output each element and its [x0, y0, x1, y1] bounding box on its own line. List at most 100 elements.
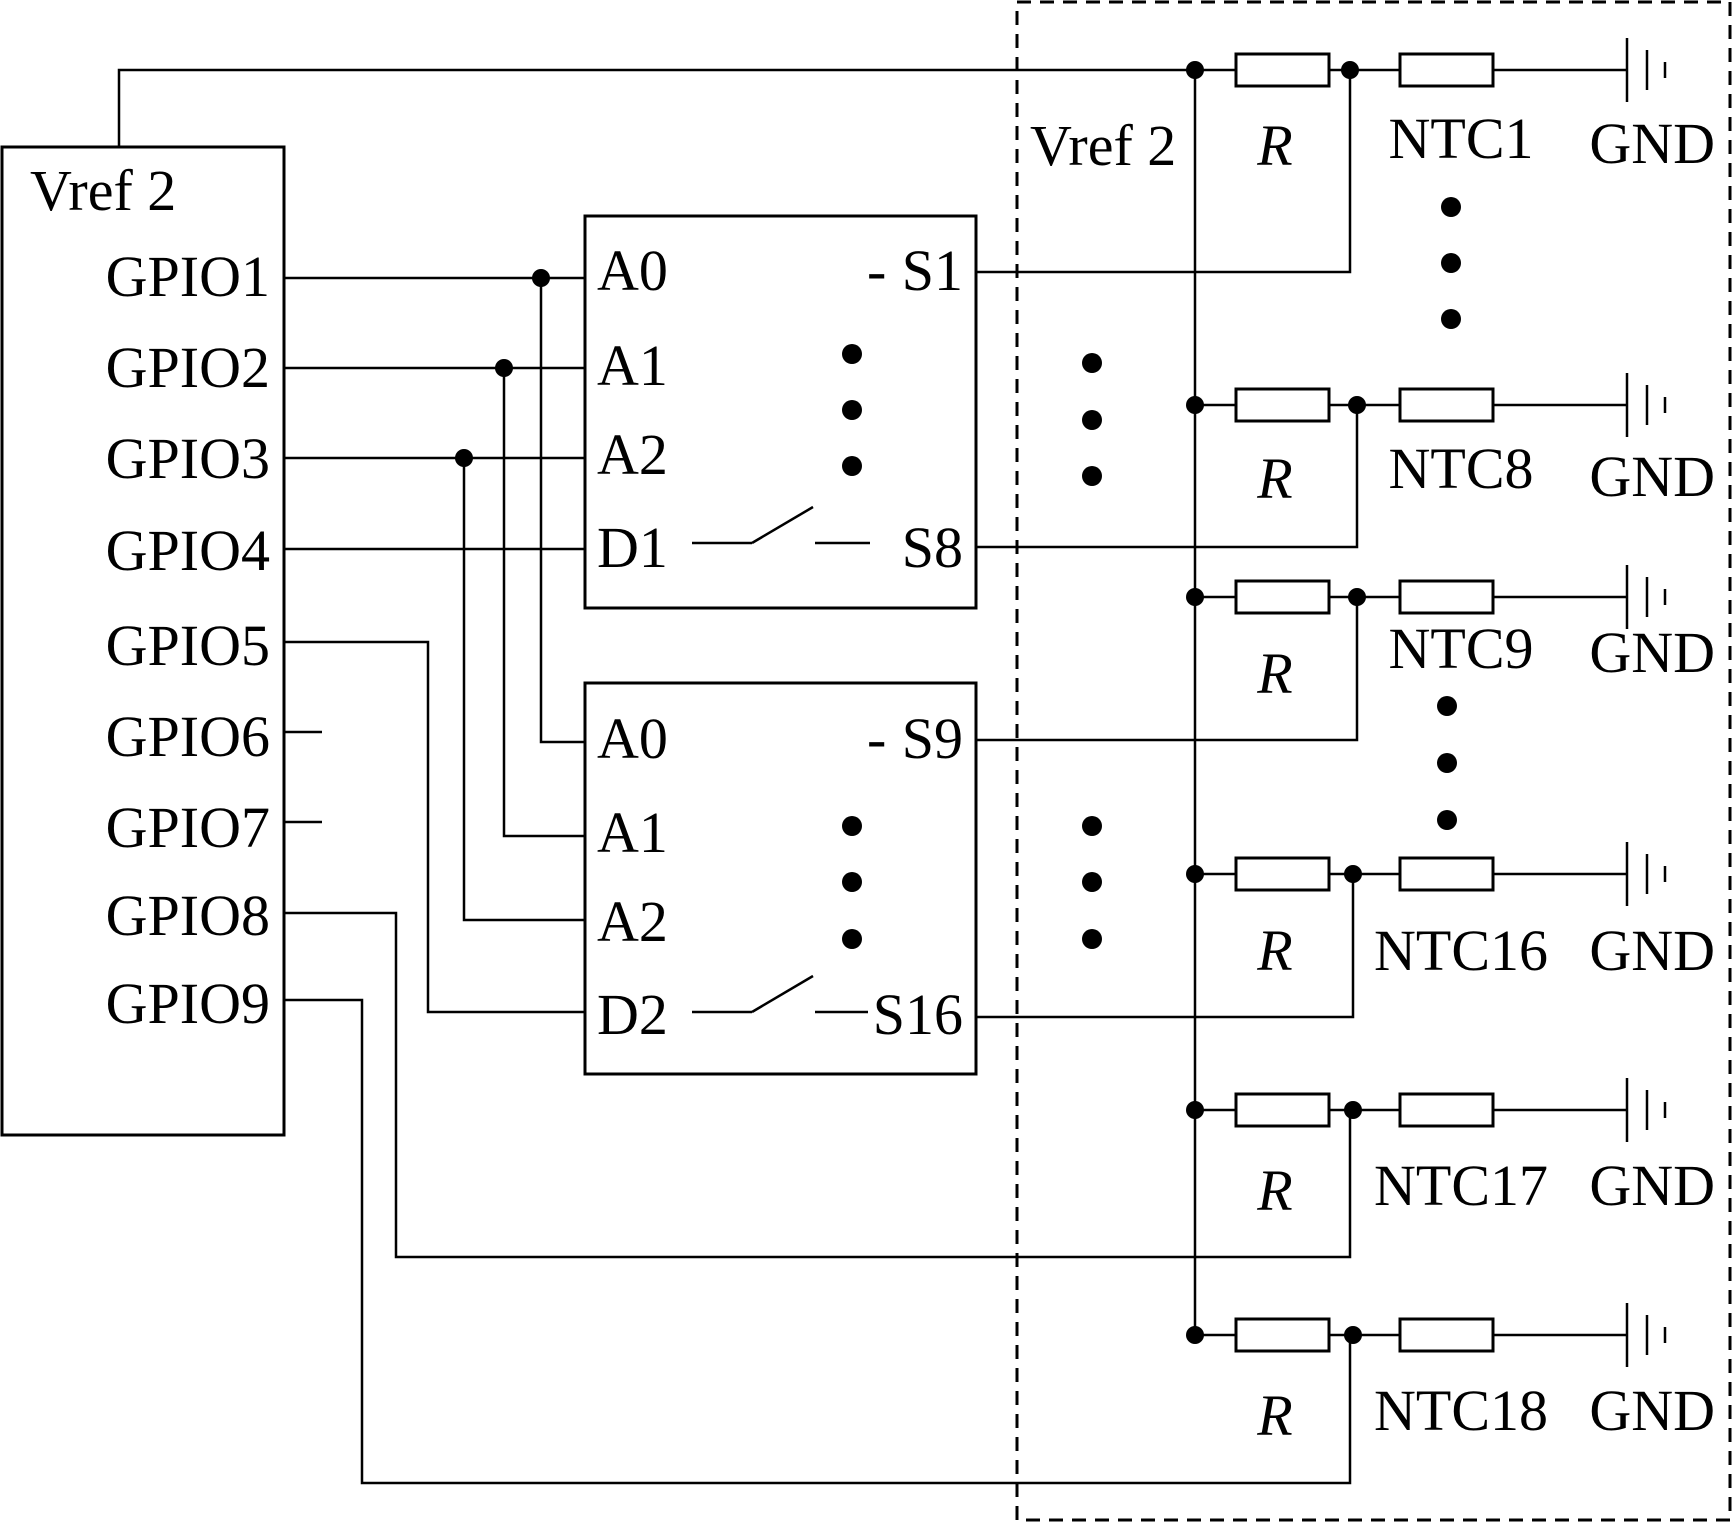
- pin-gpio9-label: GPIO9: [106, 971, 270, 1036]
- mcu-block: Vref 2 GPIO1 GPIO2 GPIO3 GPIO4 GPIO5 GPI…: [0, 145, 286, 1137]
- sensor-row: R NTC17 GND: [1186, 1078, 1715, 1223]
- wire-gpio8: [284, 911, 1352, 1259]
- mux2-d2-label: D2: [597, 982, 668, 1047]
- junction-dot: [1186, 61, 1204, 79]
- sensor-boundary: [1015, 0, 1732, 1522]
- pin-gpio3-label: GPIO3: [106, 426, 270, 491]
- junction-dot: [1344, 1326, 1362, 1344]
- mux2-a2-label: A2: [597, 889, 668, 954]
- ntc-ellipsis-lower: [1437, 696, 1457, 830]
- resistor-r-label: R: [1256, 641, 1292, 706]
- junction-dot: [1348, 396, 1366, 414]
- mux2-a0-label: A0: [597, 706, 668, 771]
- gnd-label: GND: [1589, 1153, 1715, 1218]
- mux1-a0-label: A0: [597, 238, 668, 303]
- ntc-label: NTC1: [1389, 106, 1534, 171]
- ground-icon: [1625, 1303, 1667, 1367]
- ground-icon: [1625, 1078, 1667, 1142]
- junction-dot: [1344, 1101, 1362, 1119]
- resistor-r-label: R: [1256, 113, 1292, 178]
- junction-dot: [532, 269, 550, 287]
- resistor-r: [1234, 856, 1331, 892]
- ground-icon: [1625, 842, 1667, 906]
- block-ellipsis-lower: [1082, 816, 1102, 949]
- mux1-a1-label: A1: [597, 333, 668, 398]
- gnd-label: GND: [1589, 1378, 1715, 1443]
- mux2-s16-label: S16: [873, 982, 963, 1047]
- sensor-row: R NTC9 GND: [1186, 565, 1715, 706]
- gnd-label: GND: [1589, 918, 1715, 983]
- pin-gpio7-label: GPIO7: [106, 795, 270, 860]
- mux1-a2-label: A2: [597, 422, 668, 487]
- resistor-r: [1234, 579, 1331, 615]
- junction-dot: [1186, 588, 1204, 606]
- resistor-r-label: R: [1256, 446, 1292, 511]
- mux2-ellipsis: [842, 816, 862, 949]
- junction-dot: [495, 359, 513, 377]
- junction-dot: [1186, 396, 1204, 414]
- ntc-label: NTC17: [1374, 1153, 1548, 1218]
- pin-gpio1-label: GPIO1: [106, 244, 270, 309]
- resistor-ntc: [1398, 579, 1495, 615]
- junction-dot: [1341, 61, 1359, 79]
- wires-sense: [976, 70, 1359, 1335]
- ntc-ellipsis-upper: [1441, 197, 1461, 329]
- mux1-outline: [583, 214, 978, 610]
- junction-dot: [455, 449, 473, 467]
- wire-gpio9: [284, 998, 1352, 1485]
- mux2-dash: -: [867, 706, 886, 771]
- mcu-vref-label: Vref 2: [30, 158, 176, 223]
- mux2-outline: [583, 681, 978, 1076]
- wire-vref-top: [117, 68, 1195, 147]
- junction-dot: [1186, 865, 1204, 883]
- resistor-r-label: R: [1256, 918, 1292, 983]
- wire-gpio1-to-mux2-a0: [539, 278, 585, 744]
- sensor-row: R NTC1 GND: [1186, 38, 1715, 178]
- mux1-block: A0 A1 A2 D1 - S1 S8: [583, 214, 978, 610]
- resistor-ntc: [1398, 52, 1495, 88]
- pin-gpio8-label: GPIO8: [106, 883, 270, 948]
- mux1-s8-label: S8: [902, 515, 963, 580]
- pin-gpio6-label: GPIO6: [106, 704, 270, 769]
- block-ellipsis-upper: [1082, 353, 1102, 486]
- mux1-ellipsis: [842, 344, 862, 476]
- resistor-r-label: R: [1256, 1158, 1292, 1223]
- mux2-a1-label: A1: [597, 800, 668, 865]
- wires-control: [117, 68, 1352, 1485]
- ground-icon: [1625, 38, 1667, 102]
- resistor-r: [1234, 387, 1331, 423]
- wire-gpio2-to-mux2-a1: [502, 368, 585, 838]
- mux2-block: A0 A1 A2 D2 - S9 S16: [583, 681, 978, 1076]
- mux2-s9-label: S9: [902, 706, 963, 771]
- ntc-label: NTC9: [1389, 616, 1534, 681]
- resistor-ntc: [1398, 1317, 1495, 1353]
- wire-gpio5: [284, 640, 585, 1014]
- wire-s16: [976, 874, 1355, 1019]
- gnd-label: GND: [1589, 111, 1715, 176]
- pin-gpio5-label: GPIO5: [106, 613, 270, 678]
- wire-s1: [976, 70, 1352, 274]
- ntc-label: NTC8: [1389, 436, 1534, 501]
- junction-dot: [1186, 1326, 1204, 1344]
- resistor-r: [1234, 1317, 1331, 1353]
- ntc-label: NTC16: [1374, 918, 1548, 983]
- junction-dot: [1186, 1101, 1204, 1119]
- wire-s8: [976, 405, 1359, 549]
- mux1-switch: [692, 505, 870, 545]
- resistor-ntc: [1398, 387, 1495, 423]
- gnd-label: GND: [1589, 620, 1715, 685]
- resistor-r: [1234, 52, 1331, 88]
- ground-icon: [1625, 373, 1667, 437]
- pin-gpio4-label: GPIO4: [106, 518, 270, 583]
- resistor-ntc: [1398, 856, 1495, 892]
- mux2-switch: [692, 974, 868, 1014]
- ground-icon: [1625, 565, 1667, 629]
- resistor-r-label: R: [1256, 1383, 1292, 1448]
- resistor-ntc: [1398, 1092, 1495, 1128]
- sensor-vref-label: Vref 2: [1030, 113, 1176, 178]
- mux1-s1-label: S1: [902, 238, 963, 303]
- resistor-r: [1234, 1092, 1331, 1128]
